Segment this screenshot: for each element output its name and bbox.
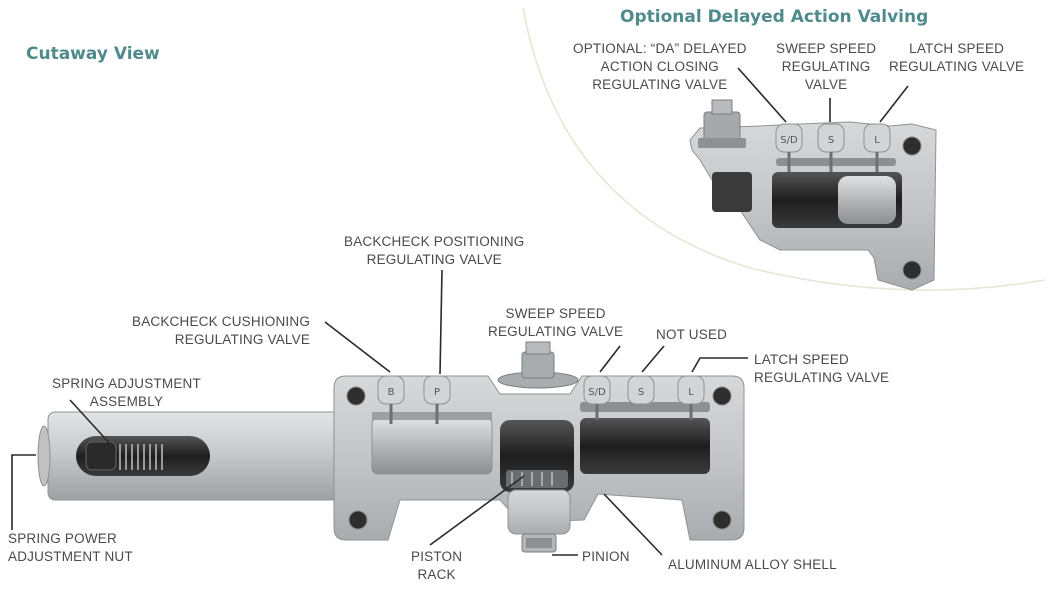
label-pinion: PINION [582,548,630,566]
right-cylinder [580,402,710,474]
label-line: SWEEP SPEED [505,306,606,321]
inset-marking-l: L [874,135,880,146]
label-line: REGULATING VALVE [488,324,624,339]
label-line: REGULATING VALVE [889,59,1025,74]
leader-sweep-speed [599,345,621,373]
inset-marking-sd: S/D [780,135,798,146]
top-pinion-cap [497,341,579,389]
label-aluminum-shell: ALUMINUM ALLOY SHELL [668,556,837,574]
inset-valve-body [689,121,937,291]
leader-inset-latch [879,85,909,123]
label-line: SPRING ADJUSTMENT [52,376,201,391]
inset-marking-s: S [828,135,834,146]
leader-not-used [641,345,665,373]
label-line: ADJUSTMENT NUT [8,549,133,564]
marking-p: P [434,387,440,398]
label-line: LATCH SPEED [909,41,1005,56]
label-line: NOT USED [656,327,728,342]
leader-lines [11,67,909,556]
label-piston-rack: PISTON RACK [411,548,462,584]
inset-screw-holes [902,136,922,280]
label-line: BACKCHECK CUSHIONING [132,314,311,329]
leader-piston-rack [429,475,525,546]
label-line: OPTIONAL: “DA” DELAYED [573,41,747,56]
label-da-valve: OPTIONAL: “DA” DELAYED ACTION CLOSING RE… [573,40,747,94]
leader-backcheck-positioning [439,269,443,375]
main-valve-knobs [377,375,705,424]
label-line: REGULATING VALVE [592,77,728,92]
main-screw-holes [346,386,732,530]
inset-valve-knobs [775,123,891,172]
leader-da-valve [737,67,787,123]
label-line: REGULATING VALVE [366,252,502,267]
inset-da-valve-cap [698,99,746,148]
label-inset-latch-speed: LATCH SPEED REGULATING VALVE [889,40,1024,76]
label-line: PISTON [411,549,463,564]
label-spring-power: SPRING POWER ADJUSTMENT NUT [8,530,133,566]
marking-sd: S/D [588,387,606,398]
leader-shell [603,493,663,556]
label-line: RACK [417,567,456,582]
marking-s: S [638,387,644,398]
rack-pinion-chamber [500,420,574,492]
label-line: LATCH SPEED [754,352,849,367]
left-cylinder [371,412,493,475]
label-line: PINION [582,549,630,564]
label-line: SWEEP SPEED [776,41,877,56]
label-inset-sweep-speed: SWEEP SPEED REGULATING VALVE [776,40,876,94]
label-backcheck-cushioning: BACKCHECK CUSHIONING REGULATING VALVE [132,313,310,349]
label-line: SPRING POWER [8,531,117,546]
label-line: REGULATING [781,59,871,74]
pinion-shaft [507,489,571,553]
leader-backcheck-cushioning [324,321,391,373]
label-line: ASSEMBLY [89,394,164,409]
marking-l: L [688,387,694,398]
spring-adjustment-threads [119,444,163,470]
cutaway-view-title: Cutaway View [26,44,160,64]
optional-valving-title: Optional Delayed Action Valving [620,7,929,27]
label-line: REGULATING VALVE [174,332,311,347]
label-not-used: NOT USED [656,326,727,344]
leader-latch-speed [691,357,748,373]
inset-arc [522,7,1046,291]
leader-spring-adjustment [69,399,113,447]
spring-tube [37,411,341,501]
label-spring-adjustment: SPRING ADJUSTMENT ASSEMBLY [52,375,201,411]
label-line: ACTION CLOSING [600,59,719,74]
label-backcheck-positioning: BACKCHECK POSITIONING REGULATING VALVE [344,233,524,269]
label-sweep-speed: SWEEP SPEED REGULATING VALVE [488,305,623,341]
label-line: REGULATING VALVE [754,370,890,385]
leader-spring-power [11,454,36,530]
label-line: ALUMINUM ALLOY SHELL [668,557,837,572]
label-line: VALVE [804,77,848,92]
label-latch-speed: LATCH SPEED REGULATING VALVE [754,351,889,387]
label-line: BACKCHECK POSITIONING [344,234,525,249]
marking-b: B [388,387,395,398]
